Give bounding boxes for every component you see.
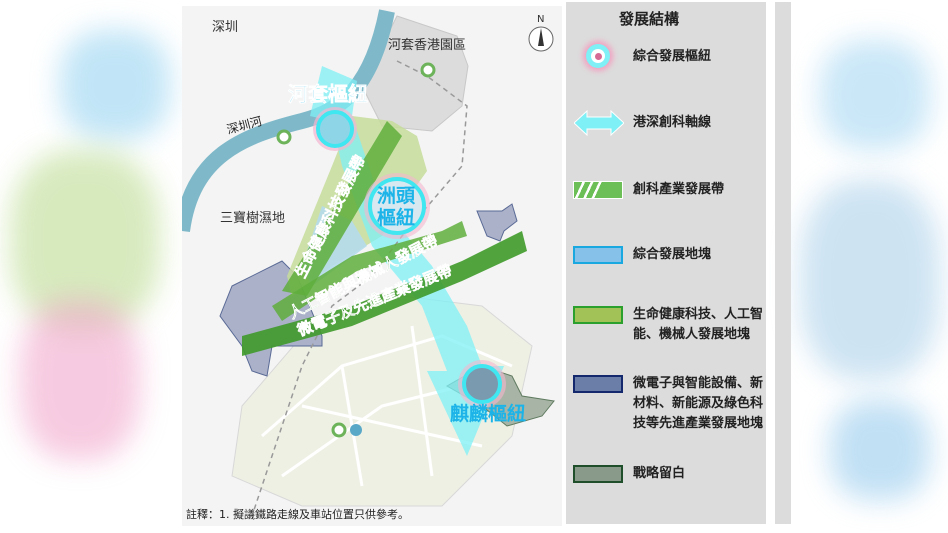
loop-hub-marker — [313, 107, 357, 151]
station-icon — [331, 422, 347, 438]
legend-label: 生命健康科技、人工智能、機械人發展地塊 — [633, 307, 764, 342]
microelectronics-belt — [242, 231, 527, 356]
shenzhen-river — [174, 9, 395, 233]
station-icon — [276, 129, 292, 145]
ai-robotics-belt — [272, 221, 467, 321]
lime-swatch-icon — [573, 306, 623, 324]
navy-swatch-icon — [573, 375, 623, 393]
north-arrow-icon: N — [528, 14, 554, 52]
label-ngau-tam-mei-hub: 麒麟樞紐 — [450, 402, 526, 425]
legend-label: 港深創科軸線 — [633, 115, 712, 130]
legend-label: 戰略留白 — [633, 466, 686, 481]
gray-green-swatch-icon — [573, 465, 623, 483]
life-health-belt — [282, 121, 402, 296]
advanced-industry-block — [476, 203, 518, 242]
hub-ring-icon — [586, 44, 610, 68]
development-map: N 深圳 河套香港園區 深圳河 三寶樹濕地 河套樞紐 洲頭 樞紐 麒麟樞紐 生命… — [174, 6, 562, 526]
legend-panel: 發展結構 綜合發展樞紐 港深創科軸線 創科產業發展帶 綜合發展地塊 生命健康科技… — [566, 2, 766, 524]
background-blur — [830, 400, 930, 500]
road-network — [261, 325, 513, 487]
legend-title: 發展結構 — [619, 10, 680, 28]
label-chau-tau-hub-2: 樞紐 — [377, 206, 415, 229]
label-loop-park: 河套香港園區 — [388, 37, 466, 53]
svg-text:N: N — [537, 14, 544, 25]
bus-icon — [350, 424, 362, 436]
legend-label: 綜合發展地塊 — [633, 247, 712, 262]
label-loop-hub: 河套樞紐 — [288, 82, 368, 106]
ngau-tam-mei-hub-marker — [458, 360, 506, 408]
double-arrow-icon — [574, 110, 624, 136]
innovation-axis-arrow — [310, 66, 504, 456]
side-strip — [775, 2, 791, 524]
railway-line — [251, 60, 468, 517]
legend-label: 微電子與智能設備、新材料、新能源及綠色科技等先進產業發展地塊 — [633, 376, 764, 431]
label-shenzhen: 深圳 — [212, 20, 238, 35]
station-icon — [420, 62, 436, 78]
blue-swatch-icon — [573, 246, 623, 264]
label-chau-tau-hub-1: 洲頭 — [377, 185, 416, 207]
background-blur — [20, 300, 140, 460]
label-san-tin-wetland: 三寶樹濕地 — [220, 210, 285, 226]
background-blur — [60, 30, 170, 140]
chau-tau-hub-marker — [364, 173, 430, 239]
map-note: 註釋：1. 擬議鐵路走線及車站位置只供參考。 — [186, 508, 409, 521]
background-blur — [800, 180, 940, 380]
loop-park-area — [361, 15, 469, 132]
legend-label: 創科產業發展帶 — [633, 182, 725, 197]
legend-label: 綜合發展樞紐 — [633, 49, 712, 64]
background-blur — [820, 40, 930, 150]
hatched-green-band-icon — [573, 181, 623, 199]
